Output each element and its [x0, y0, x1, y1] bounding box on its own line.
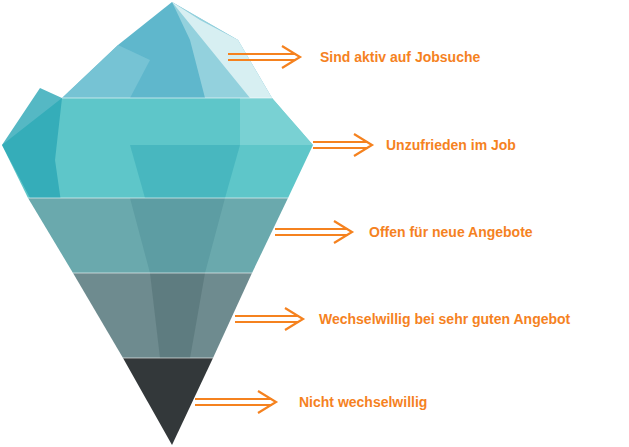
band-separator	[73, 273, 252, 274]
pointer-arrow	[313, 134, 372, 156]
callout-label: Wechselwillig bei sehr guten Angebot	[319, 311, 570, 328]
iceberg-band	[62, 2, 272, 98]
pointer-arrow	[235, 308, 303, 330]
iceberg-facet	[240, 98, 313, 145]
iceberg-band	[73, 273, 252, 358]
callout-label: Nicht wechselwillig	[299, 394, 427, 411]
pointer-arrow	[228, 46, 300, 68]
pointer-arrow	[275, 221, 352, 243]
iceberg-facet	[150, 273, 205, 358]
callout-label: Offen für neue Angebote	[369, 224, 533, 241]
band-separator	[28, 198, 288, 199]
iceberg-facet	[172, 2, 272, 98]
iceberg-facet	[130, 198, 225, 273]
iceberg-band	[28, 198, 288, 273]
iceberg-facet	[130, 145, 240, 198]
pointer-arrow	[195, 391, 276, 413]
callout-label: Unzufrieden im Job	[386, 137, 516, 154]
band-separator	[123, 358, 213, 359]
iceberg-facet	[62, 45, 150, 98]
band-separator	[62, 98, 272, 99]
iceberg-band	[123, 358, 213, 445]
iceberg-facet	[172, 2, 272, 98]
callout-label: Sind aktiv auf Jobsuche	[320, 49, 480, 66]
